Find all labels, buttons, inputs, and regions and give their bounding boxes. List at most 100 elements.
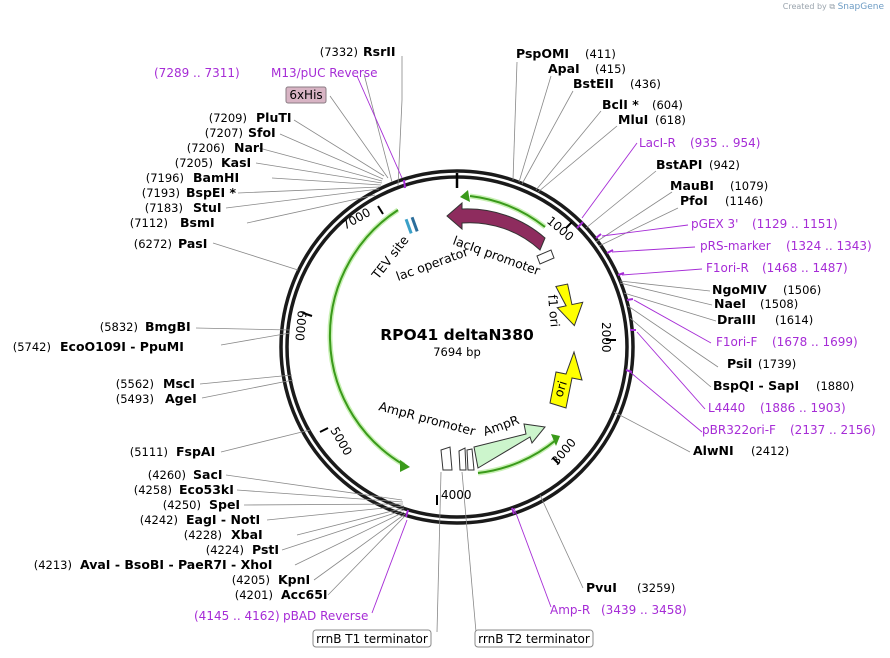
enzyme-pos-bamhi: (7196) <box>146 171 184 185</box>
enzyme-pos-bsteii: (436) <box>630 77 661 91</box>
feature-ampr-arrow <box>473 423 546 469</box>
tev-site-mark <box>404 218 413 234</box>
laciq-promoter-glyph <box>536 249 555 265</box>
enzyme-pos-apai: (415) <box>595 62 626 76</box>
enzyme-name-bsteii: BstEII <box>573 76 614 91</box>
enzyme-name-nari: NarI <box>234 140 264 155</box>
primer-name-f1ori_f: F1ori-F <box>716 335 757 349</box>
enzyme-pos-psti: (4224) <box>206 543 244 557</box>
enzyme-pos-naei: (1508) <box>760 297 798 311</box>
rrnb-t2-glyph <box>466 448 475 471</box>
connectors-bottom-left <box>225 474 406 596</box>
enzyme-pos-maubi: (1079) <box>730 179 768 193</box>
enzyme-name-kpni: KpnI <box>278 572 310 587</box>
enzyme-pos-alwni: (2412) <box>751 444 789 458</box>
enzyme-pos-eco53ki: (4258) <box>134 483 172 497</box>
his6-box <box>285 86 327 104</box>
enzyme-name-eagi: EagI - NotI <box>186 512 260 527</box>
enzyme-pos-sfoi: (7207) <box>205 126 243 140</box>
primer-tick-pgex3 <box>595 233 602 239</box>
enzyme-pos-msci: (5562) <box>116 377 154 391</box>
enzyme-pos-bcli: (604) <box>652 98 683 112</box>
enzyme-name-saci: SacI <box>193 467 223 482</box>
enzyme-name-bstapi: BstAPI <box>656 157 702 172</box>
primer-pos-prs: (1324 .. 1343) <box>786 239 872 253</box>
feature-ampr-promoter-label: AmpR promoter <box>377 398 478 438</box>
enzyme-name-bspei: BspEI * <box>186 185 236 200</box>
snapgene-credit: Created by ⧉ SnapGene <box>783 2 884 12</box>
primer-pos-ampr: (3439 .. 3458) <box>601 603 687 617</box>
enzyme-name-rsrii: RsrII <box>363 44 396 59</box>
primer-tick-m13 <box>403 179 406 189</box>
primer-tick-pbad <box>405 509 409 518</box>
enzyme-name-bsmi: BsmI <box>180 215 215 230</box>
enzyme-pos-psii: (1739) <box>758 357 796 371</box>
primer-pos-m13: (7289 .. 7311) <box>154 66 240 80</box>
connector-m13 <box>356 75 403 179</box>
enzyme-name-psti: PstI <box>252 542 279 557</box>
primer-name-l4440: L4440 <box>708 401 745 415</box>
primer-pos-f1ori_r: (1468 .. 1487) <box>762 261 848 275</box>
enzyme-name-sfoi: SfoI <box>248 125 276 140</box>
enzyme-pos-bstapi: (942) <box>709 158 740 172</box>
connector-rrnb-t2 <box>461 471 477 633</box>
tick-label-2000: 2000 <box>599 322 613 353</box>
primer-pos-f1ori_f: (1678 .. 1699) <box>772 335 858 349</box>
plasmid-length: 7694 bp <box>433 345 481 359</box>
primer-name-laci_r: LacI-R <box>639 136 676 150</box>
enzyme-name-plut1: PluTI <box>256 110 292 125</box>
enzyme-name-bamhi: BamHI <box>193 170 239 185</box>
tick-label-6000: 6000 <box>292 310 309 342</box>
primer-tick-laci-r <box>576 221 584 229</box>
primer-tick-pbr322 <box>625 369 633 373</box>
orf-arrow-left-head <box>400 460 410 472</box>
connectors-left-top <box>212 56 403 271</box>
feature-ori-label: ori <box>551 379 570 399</box>
enzyme-name-eco53ki: Eco53kI <box>179 482 234 497</box>
enzyme-name-ecoo109i: EcoO109I - PpuMI <box>60 339 184 354</box>
enzyme-pos-pfoi: (1146) <box>725 194 763 208</box>
connectors-primers-right <box>513 142 712 608</box>
rrnb-t1-label: rrnB T1 terminator <box>316 632 428 646</box>
backbone-outer-ring <box>279 169 635 525</box>
rrnb-t2-label: rrnB T2 terminator <box>478 632 590 646</box>
enzyme-name-xbai: XbaI <box>231 527 263 542</box>
enzyme-name-alwni: AlwNI <box>693 443 734 458</box>
orf-arrow-ampr-head <box>551 434 560 446</box>
enzyme-pos-bspei: (7193) <box>142 186 180 200</box>
enzyme-pos-kasi: (7205) <box>175 156 213 170</box>
primer-pos-pbr322: (2137 .. 2156) <box>790 423 876 437</box>
orf-arc-ampr-line <box>477 439 557 474</box>
plasmid-name: RPO41 deltaN380 <box>380 326 534 344</box>
primer-name-pgex3: pGEX 3' <box>691 217 738 231</box>
enzyme-pos-spei: (4250) <box>163 498 201 512</box>
enzyme-pos-ecoo109i: (5742) <box>13 340 51 354</box>
his6-label: 6xHis <box>289 88 322 102</box>
enzyme-name-avai: AvaI - BsoBI - PaeR7I - XhoI <box>80 557 272 572</box>
enzyme-name-bcli: BclI * <box>602 97 639 112</box>
enzyme-name-draiii: DraIII <box>717 312 756 327</box>
connectors-right-top <box>512 61 719 589</box>
enzyme-pos-plut1: (7209) <box>209 111 247 125</box>
connectors-left-mid <box>195 327 311 453</box>
enzyme-pos-draiii: (1614) <box>775 313 813 327</box>
feature-ori-arrow <box>549 350 583 409</box>
rrnb-t1-glyph <box>458 447 467 471</box>
primer-tick-f1ori-r <box>617 272 625 276</box>
enzyme-pos-eagi: (4242) <box>140 513 178 527</box>
enzyme-pos-pvui: (3259) <box>637 581 675 595</box>
enzyme-pos-psti1: (6272) <box>134 237 172 251</box>
enzyme-name-maubi: MauBI <box>670 178 714 193</box>
enzyme-pos-xbai: (4228) <box>184 528 222 542</box>
connector-rrnb-t1 <box>436 471 442 633</box>
orf-arc-top-line <box>469 195 546 228</box>
enzyme-name-pvui: PvuI <box>586 580 617 595</box>
enzyme-pos-pspomi: (411) <box>585 47 616 61</box>
enzyme-pos-acc65i: (4201) <box>235 588 273 602</box>
enzyme-name-spei: SpeI <box>209 497 240 512</box>
enzyme-name-ngomiv: NgoMIV <box>712 282 767 297</box>
enzyme-name-naei: NaeI <box>714 296 746 311</box>
tick-6000 <box>302 312 313 317</box>
enzyme-pos-ngomiv: (1506) <box>783 283 821 297</box>
tick-5000 <box>319 427 329 433</box>
